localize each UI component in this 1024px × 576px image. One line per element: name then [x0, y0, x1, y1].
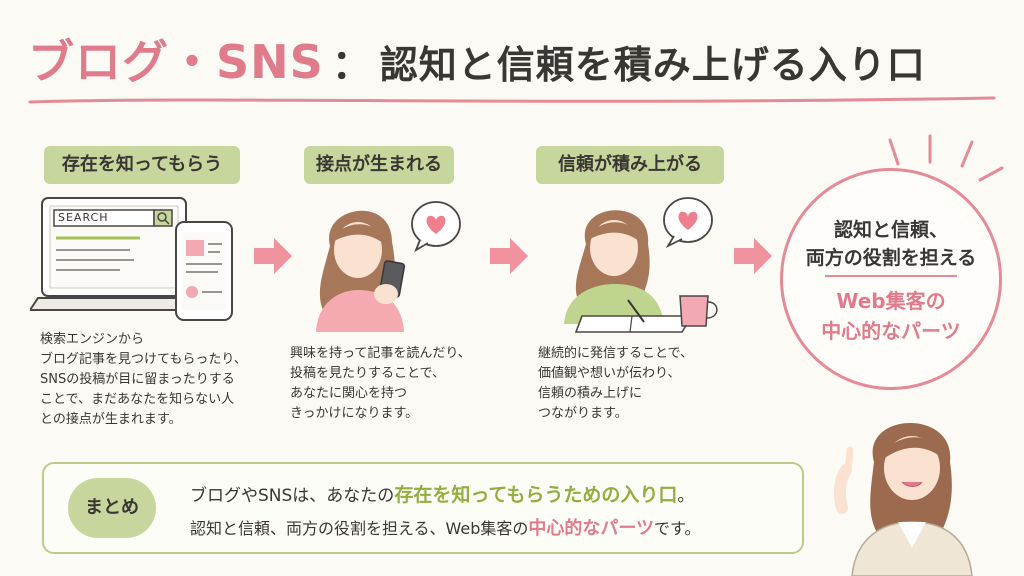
summary-badge: まとめ	[68, 478, 156, 538]
woman-writing-icon	[564, 210, 694, 333]
step-desc-trust: 継続的に発信することで、 価値観や想いが伝わり、 信頼の積み上げに つながります…	[538, 344, 693, 424]
summary-line2: 認知と信頼、両方の役割を担える、Web集客の中心的なパーツです。	[190, 514, 700, 540]
woman-icon	[316, 210, 406, 332]
desc-line: 価値観や想いが伝わり、	[538, 366, 681, 381]
sparkle-lines-icon	[888, 134, 1004, 182]
arrow-right-icon	[254, 238, 292, 274]
smartphone-icon	[175, 221, 233, 321]
circle-text-line1: 認知と信頼、	[833, 219, 948, 241]
desc-line: 投稿を見たりすることで、	[290, 366, 446, 381]
summary-line2-highlight: 中心的なパーツ	[528, 518, 655, 539]
desc-line: との接点が生まれます。	[40, 412, 182, 427]
step-desc-contact: 興味を持って記事を読んだり、 投稿を見たりすることで、 あなたに関心を持つ きっ…	[290, 344, 471, 424]
summary-line2-post: です。	[654, 519, 701, 538]
circle-text-line4: 中心的なパーツ	[821, 319, 961, 343]
circle-divider	[825, 275, 957, 277]
arrow-right-icon	[490, 238, 528, 274]
step-desc-aware: 検索エンジンから ブログ記事を見つけてもらったり、 SNSの投稿が目に留まったり…	[40, 330, 247, 430]
desc-line: SNSの投稿が目に留まったりする	[40, 372, 235, 387]
page-title: ブログ・SNS：認知と信頼を積み上げる入り口	[28, 26, 1008, 89]
title-underline	[28, 96, 996, 104]
desc-line: 信頼の積み上げに	[538, 386, 643, 401]
step-label-aware: 存在を知ってもらう	[44, 146, 240, 184]
desc-line: 継続的に発信することで、	[538, 346, 694, 361]
mug-icon	[679, 295, 718, 327]
circle-text-line2: 両方の役割を担える	[805, 247, 977, 269]
title-sub: 認知と信頼を積み上げる入り口	[379, 43, 926, 87]
woman-writing-illustration	[564, 197, 718, 333]
woman-phone-illustration	[316, 201, 461, 332]
title-colon: ：	[331, 42, 372, 88]
laptop-phone-illustration	[30, 197, 233, 321]
laptop-icon	[30, 197, 215, 311]
presenter-woman-illustration	[833, 422, 973, 576]
desc-line: 検索エンジンから	[40, 332, 145, 347]
arrow-right-icon	[734, 238, 772, 274]
desc-line: 興味を持って記事を読んだり、	[290, 346, 471, 361]
summary-line1-post: 。	[677, 486, 695, 506]
step-label-trust: 信頼が積み上がる	[536, 146, 724, 184]
search-box-label: SEARCH	[58, 211, 109, 224]
summary-line2-pre: 認知と信頼、両方の役割を担える、Web集客の	[190, 519, 529, 538]
summary-line1-pre: ブログやSNSは、あなたの	[190, 486, 395, 506]
title-main: ブログ・SNS	[28, 35, 324, 89]
desc-line: あなたに関心を持つ	[290, 386, 408, 401]
circle-text-line3: Web集客の	[836, 289, 946, 313]
desc-line: つながります。	[538, 406, 628, 421]
desc-line: きっかけになります。	[290, 406, 419, 421]
heart-bubble-icon	[663, 197, 713, 249]
role-circle: 認知と信頼、 両方の役割を担える Web集客の 中心的なパーツ	[780, 168, 1002, 390]
heart-bubble-icon	[411, 201, 461, 253]
summary-line1: ブログやSNSは、あなたの存在を知ってもらうための入り口。	[190, 480, 694, 507]
summary-box: まとめ ブログやSNSは、あなたの存在を知ってもらうための入り口。 認知と信頼、…	[42, 462, 804, 554]
step-label-contact: 接点が生まれる	[304, 146, 454, 184]
summary-line1-highlight: 存在を知ってもらうための入り口	[394, 484, 678, 506]
desc-line: ことで、まだあなたを知らない人	[40, 392, 235, 407]
desc-line: ブログ記事を見つけてもらったり、	[40, 352, 247, 367]
